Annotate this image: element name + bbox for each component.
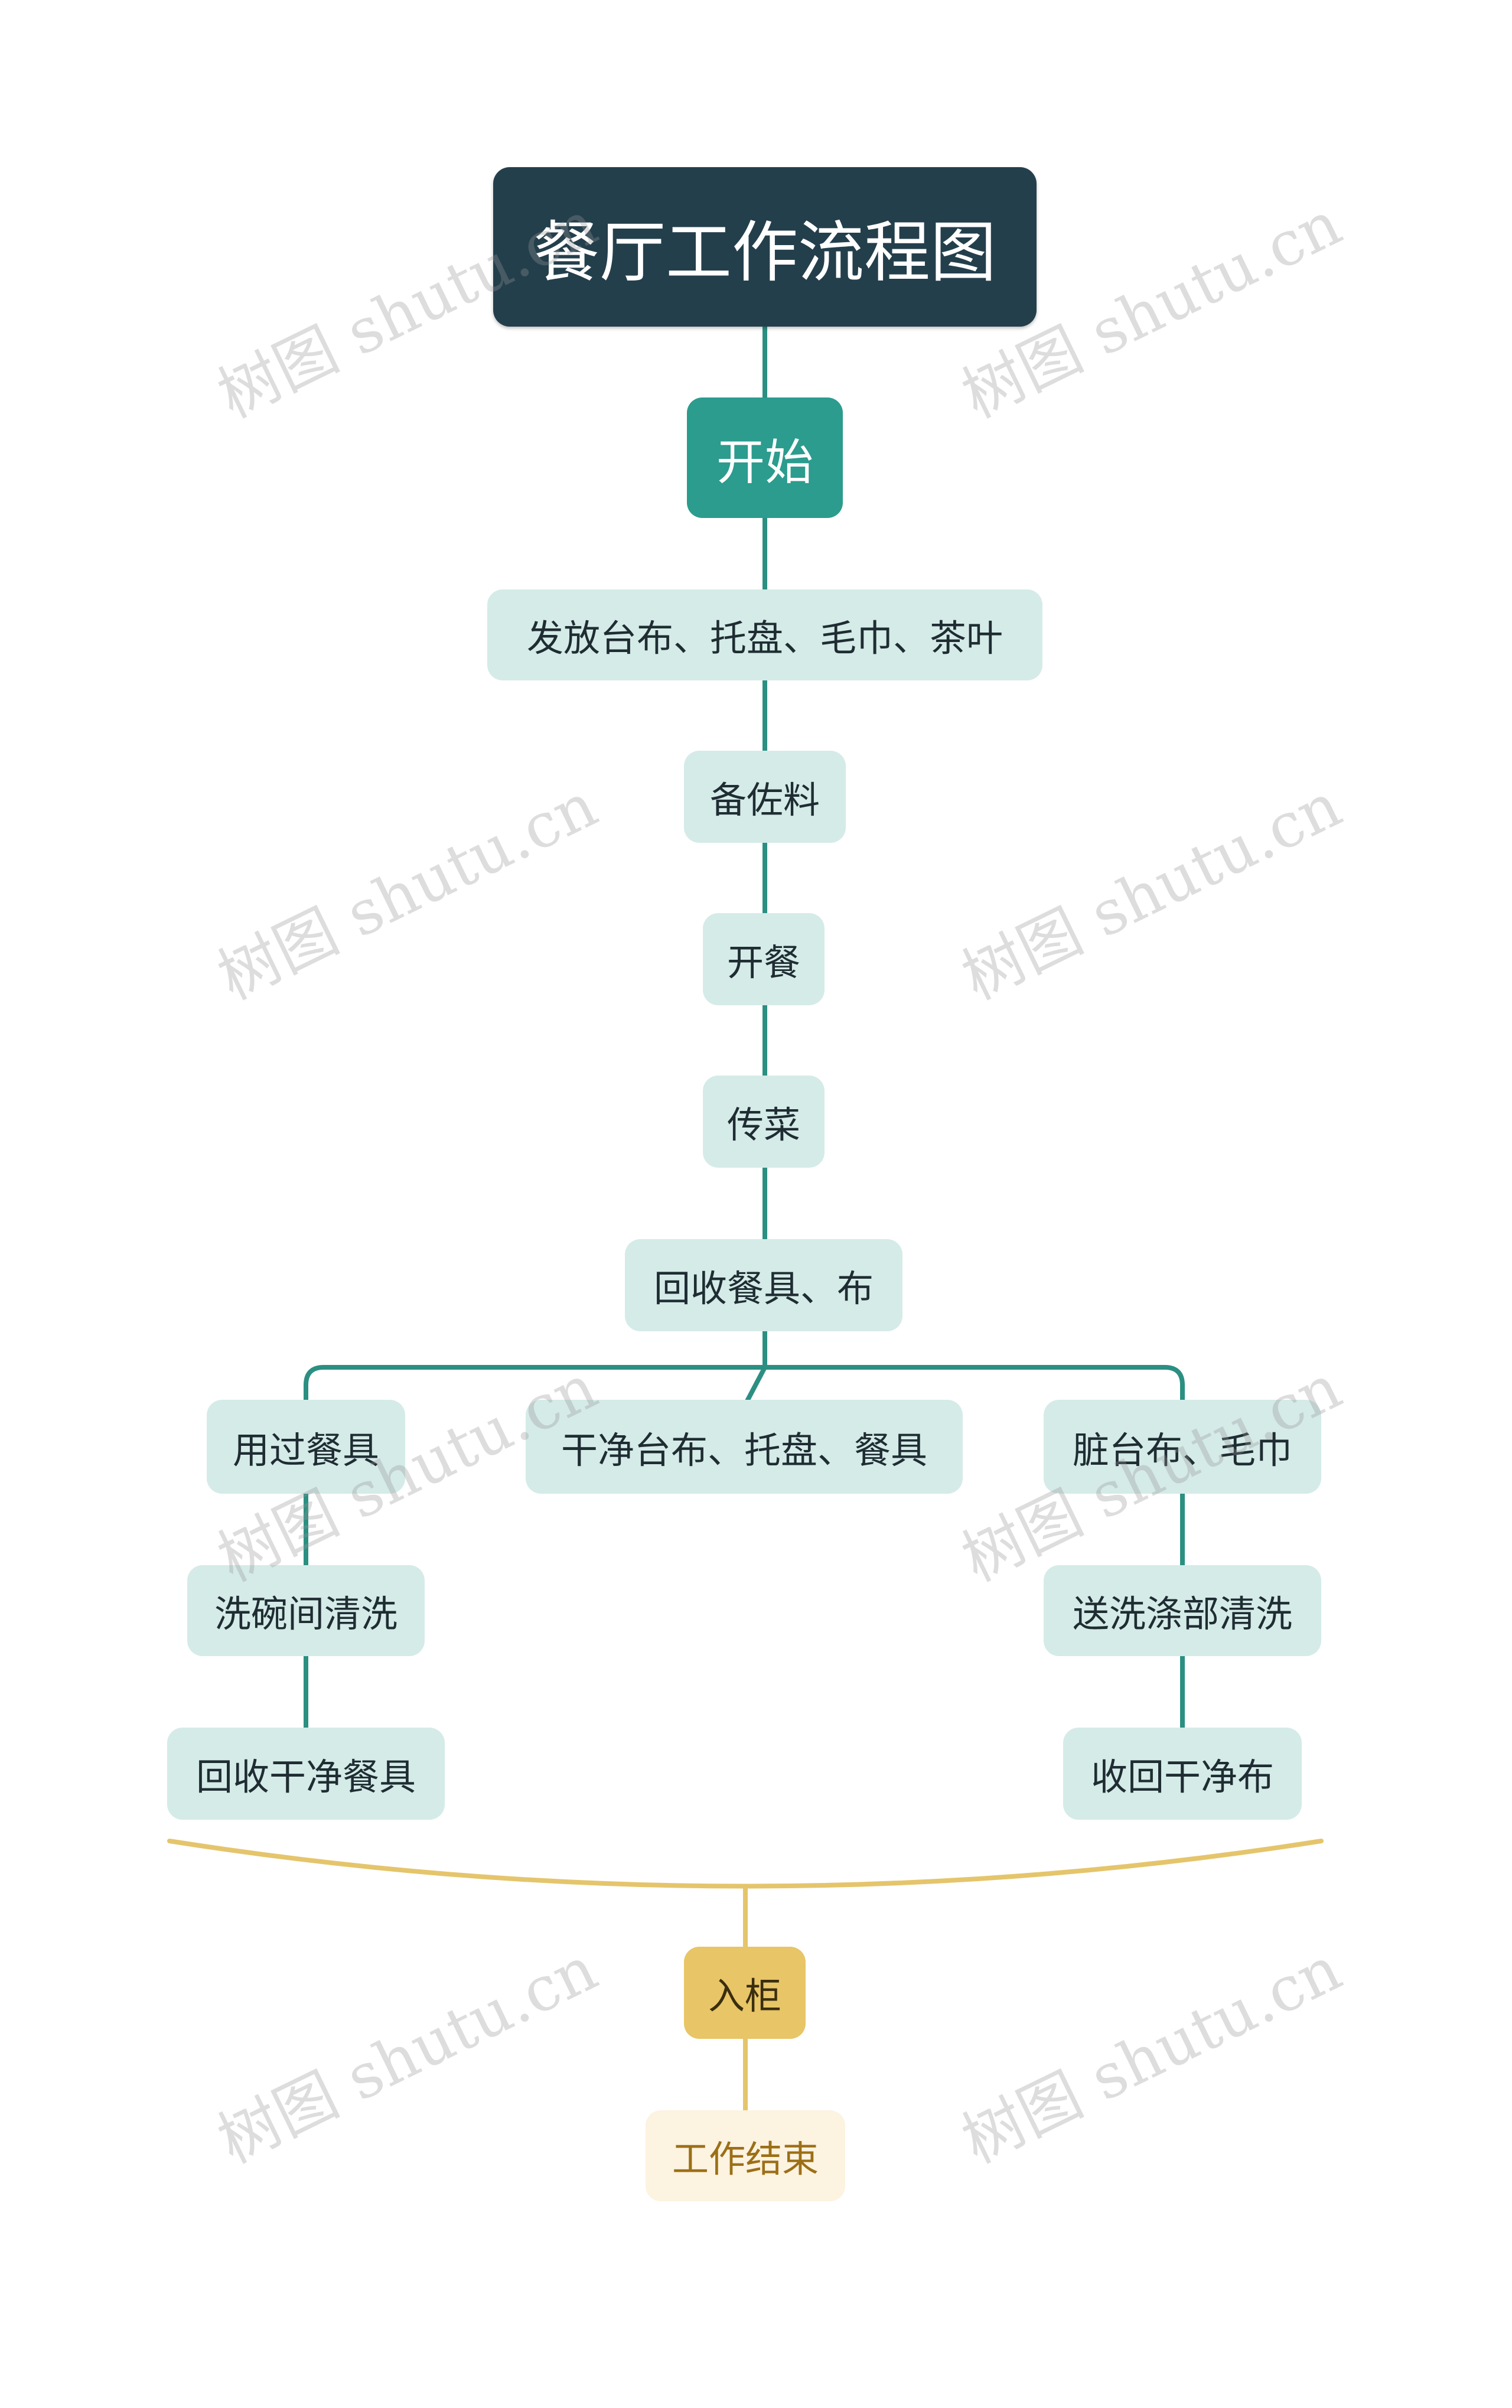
- branch-dishwash[interactable]: 洗碗间清洗: [187, 1565, 425, 1656]
- branch-collect-cloth[interactable]: 收回干净布: [1063, 1728, 1302, 1820]
- branch-clean-items[interactable]: 干净台布、托盘、餐具: [526, 1400, 963, 1494]
- title-node[interactable]: 餐厅工作流程图: [493, 167, 1037, 327]
- merge-brace: [167, 1839, 1324, 1889]
- branch-laundry[interactable]: 送洗涤部清洗: [1044, 1565, 1321, 1656]
- start-node[interactable]: 开始: [687, 397, 843, 518]
- step-distribute[interactable]: 发放台布、托盘、毛巾、茶叶: [487, 589, 1042, 680]
- end-node[interactable]: 工作结束: [646, 2110, 845, 2201]
- connector-branch-middle: [745, 1365, 767, 1403]
- cabinet-node[interactable]: 入柜: [684, 1947, 806, 2039]
- step-prepare[interactable]: 备佐料: [684, 751, 846, 843]
- branch-dirty-cloth[interactable]: 脏台布、毛巾: [1044, 1400, 1321, 1494]
- connector-branch-bar: [304, 1365, 1185, 1403]
- step-collect[interactable]: 回收餐具、布: [625, 1239, 902, 1331]
- branch-used-dishes[interactable]: 用过餐具: [207, 1400, 405, 1494]
- step-open[interactable]: 开餐: [703, 913, 825, 1005]
- branch-collect-dishes[interactable]: 回收干净餐具: [167, 1728, 445, 1820]
- step-serve[interactable]: 传菜: [703, 1076, 825, 1168]
